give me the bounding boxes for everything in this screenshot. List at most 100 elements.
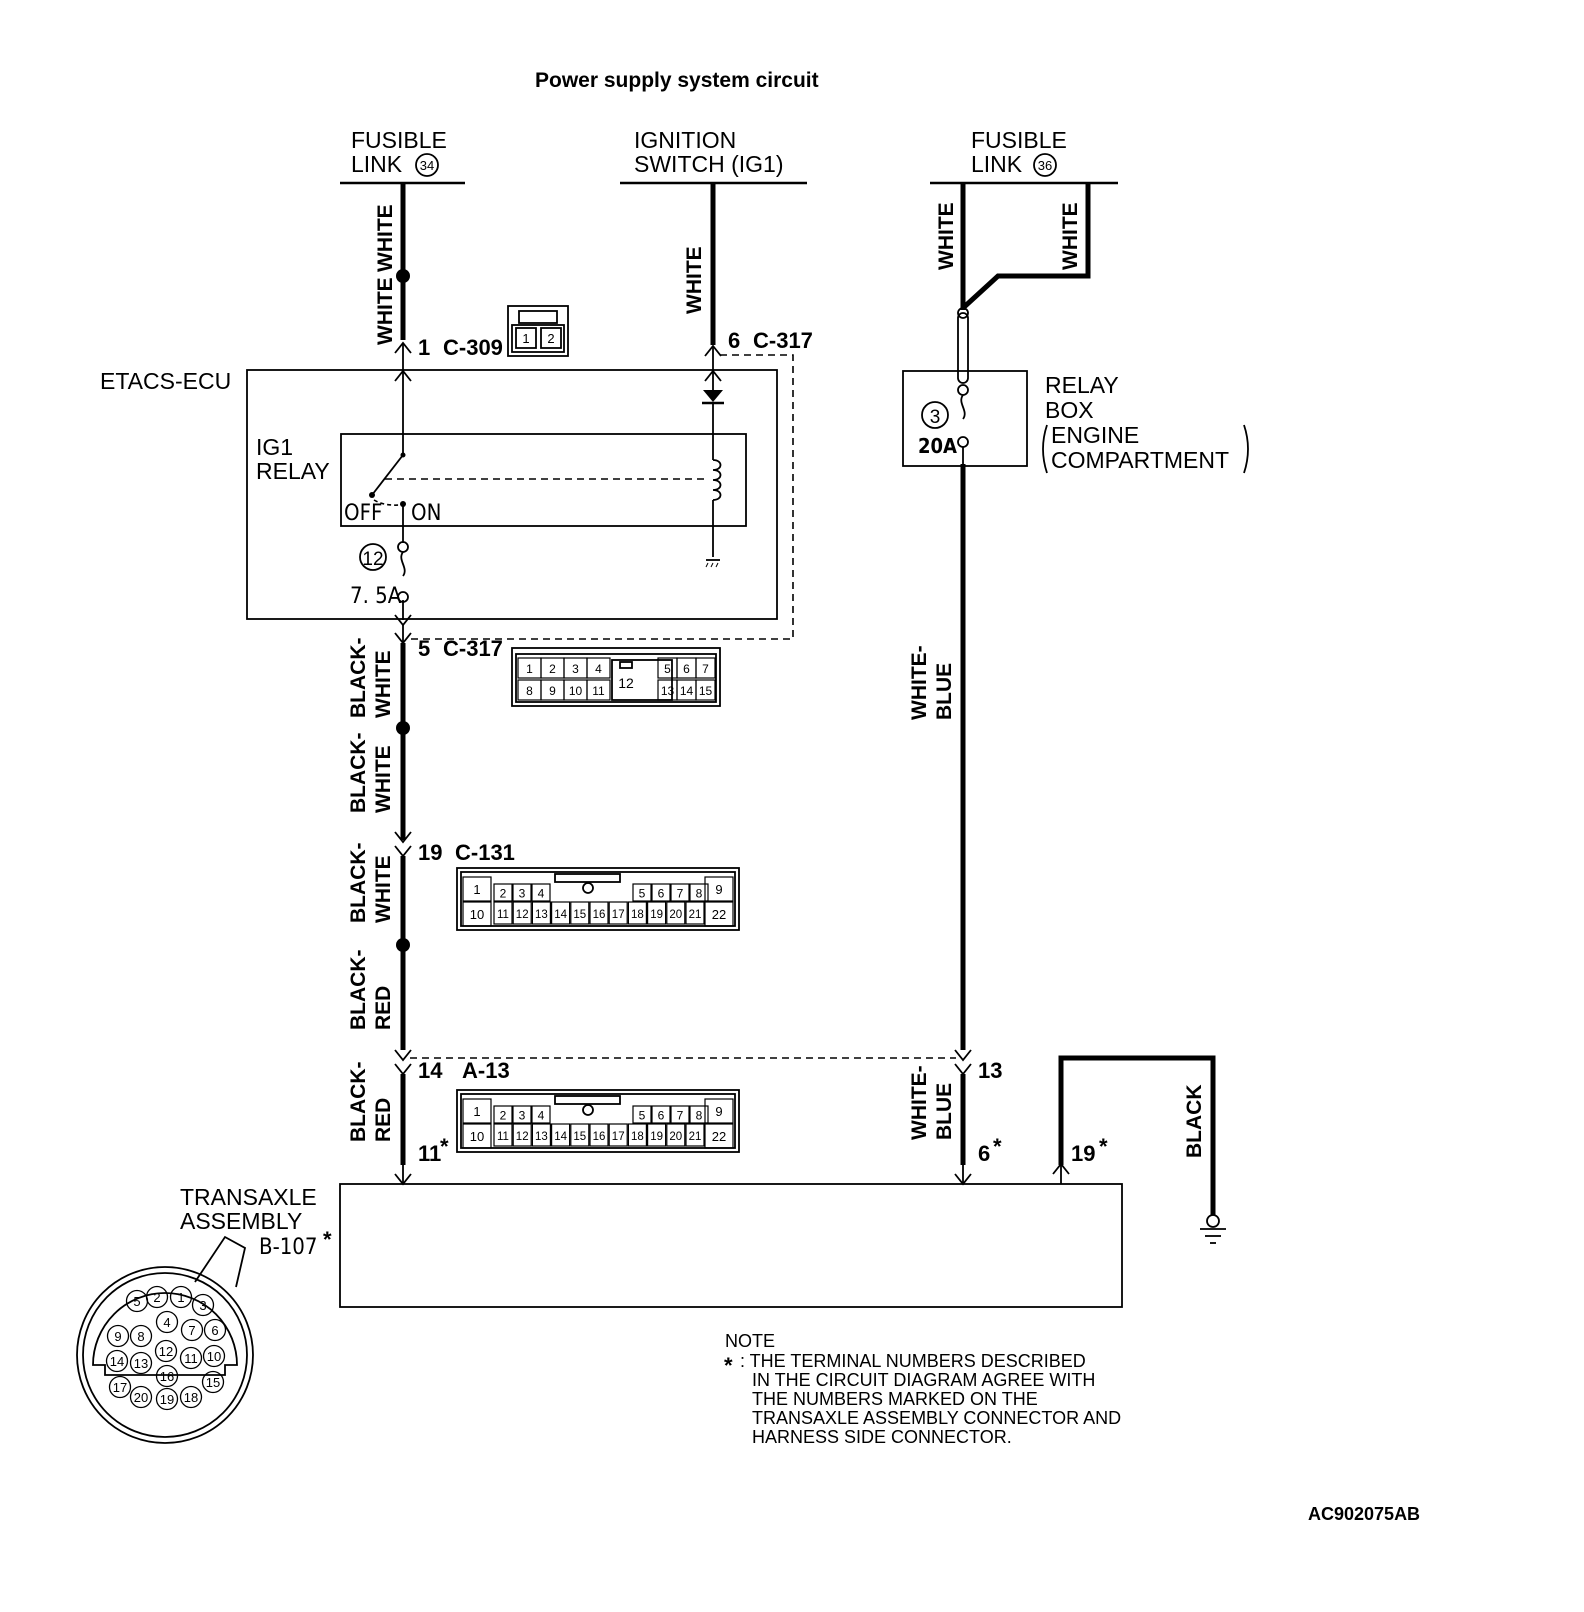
svg-text:IN THE CIRCUIT DIAGRAM AGREE W: IN THE CIRCUIT DIAGRAM AGREE WITH <box>752 1370 1095 1390</box>
c131-pin-11: 11 <box>497 909 509 921</box>
svg-text:HARNESS SIDE CONNECTOR.: HARNESS SIDE CONNECTOR. <box>752 1427 1012 1447</box>
round-connector-pin: 13 <box>134 1356 148 1371</box>
svg-text:BLACK: BLACK <box>1183 1085 1206 1159</box>
round-connector-pin: 19 <box>160 1392 174 1407</box>
svg-text:IG1: IG1 <box>256 434 293 460</box>
svg-text:1: 1 <box>522 331 529 346</box>
svg-text:BLUE: BLUE <box>933 663 956 720</box>
c317-pin-10: 10 <box>569 684 583 698</box>
left-wire-run <box>394 183 412 1186</box>
svg-text:WHITE: WHITE <box>683 246 706 314</box>
fusible-link-34: FUSIBLE LINK 34 <box>340 127 465 185</box>
svg-text:14: 14 <box>418 1058 443 1083</box>
c317-pin-6: 6 <box>683 662 690 676</box>
transaxle-assembly: TRANSAXLE ASSEMBLY B-107 * <box>180 1183 1123 1308</box>
svg-text:BLACK-: BLACK- <box>347 733 370 813</box>
a13-pin-6: 6 <box>658 1109 665 1123</box>
svg-text:11: 11 <box>418 1141 441 1166</box>
svg-text:6: 6 <box>728 328 740 353</box>
a13-pin-12: 12 <box>516 1131 529 1143</box>
a13-pin-3: 3 <box>519 1109 526 1123</box>
c131-pin-10: 10 <box>470 907 484 922</box>
wire-labels-left: WHITE WHITE BLACK- WHITE BLACK- WHITE BL… <box>347 204 397 1142</box>
svg-text:12: 12 <box>618 675 634 691</box>
svg-text:WHITE: WHITE <box>374 204 397 272</box>
a13-pin-10: 10 <box>470 1129 484 1144</box>
svg-text:WHITE-: WHITE- <box>908 645 931 720</box>
round-connector-pin: 7 <box>188 1323 195 1338</box>
c317-pin-4: 4 <box>595 662 602 676</box>
a13-pin-22: 22 <box>712 1129 726 1144</box>
fuse-12: 12 7. 5A <box>350 541 409 609</box>
svg-text:6: 6 <box>978 1141 990 1166</box>
a13-pin-15: 15 <box>573 1131 586 1143</box>
a13-pin-14: 14 <box>554 1131 567 1143</box>
c317-pin-1: 1 <box>526 662 533 676</box>
svg-text:12: 12 <box>362 549 383 570</box>
svg-text:2: 2 <box>547 331 554 346</box>
svg-text:TRANSAXLE ASSEMBLY CONNECTOR A: TRANSAXLE ASSEMBLY CONNECTOR AND <box>752 1408 1121 1428</box>
svg-text:13: 13 <box>978 1058 1002 1083</box>
svg-text:5: 5 <box>418 636 430 661</box>
svg-text:RELAY: RELAY <box>256 458 330 484</box>
c317-pin-8: 8 <box>526 684 533 698</box>
ignition-switch-ig1: IGNITION SWITCH (IG1) <box>620 127 807 185</box>
svg-text:SWITCH (IG1): SWITCH (IG1) <box>634 151 784 177</box>
svg-text:*: * <box>323 1227 332 1252</box>
svg-text:OFF: OFF <box>344 501 382 526</box>
svg-text:WHITE: WHITE <box>374 277 397 345</box>
a13-pin-8: 8 <box>696 1109 703 1123</box>
c131-pin-9: 9 <box>715 882 722 897</box>
a13-pin-18: 18 <box>631 1131 644 1143</box>
a13-pin-21: 21 <box>689 1131 702 1143</box>
c317-pin-14: 14 <box>680 684 694 698</box>
fusible-link-36: FUSIBLE LINK 36 <box>930 127 1118 185</box>
c131-pin-1: 1 <box>473 882 480 897</box>
svg-text:19: 19 <box>418 840 442 865</box>
c131-pin-7: 7 <box>677 887 684 901</box>
c317-pin-5: 5 <box>664 662 671 676</box>
svg-text:*: * <box>1099 1134 1108 1159</box>
svg-text:*: * <box>993 1134 1002 1159</box>
svg-text:FUSIBLE: FUSIBLE <box>971 127 1067 153</box>
c131-pin-17: 17 <box>612 909 625 921</box>
svg-text:A-13: A-13 <box>462 1058 510 1083</box>
svg-text:C-317: C-317 <box>443 636 503 661</box>
c317-pin-7: 7 <box>702 662 709 676</box>
c131-pin-15: 15 <box>573 909 586 921</box>
svg-text:BLUE: BLUE <box>933 1083 956 1140</box>
svg-text:: THE TERMINAL NUMBERS DESCRIB: : THE TERMINAL NUMBERS DESCRIBED <box>740 1351 1086 1371</box>
svg-text:ETACS-ECU: ETACS-ECU <box>100 368 231 394</box>
svg-text:WHITE: WHITE <box>372 650 395 718</box>
svg-text:THE NUMBERS MARKED ON THE: THE NUMBERS MARKED ON THE <box>752 1389 1038 1409</box>
svg-text:36: 36 <box>1038 158 1052 173</box>
c131-pin-19: 19 <box>650 909 663 921</box>
round-connector-pin: 4 <box>163 1315 170 1330</box>
c317-pin-15: 15 <box>699 684 713 698</box>
c131-pin-2: 2 <box>500 887 507 901</box>
a13-pin-16: 16 <box>593 1131 606 1143</box>
round-connector-pin: 9 <box>114 1329 121 1344</box>
svg-text:C-309: C-309 <box>443 335 503 360</box>
round-connector-pin: 10 <box>207 1349 221 1364</box>
c131-pin-21: 21 <box>689 909 702 921</box>
svg-text:IGNITION: IGNITION <box>634 127 736 153</box>
c131-pin-8: 8 <box>696 887 703 901</box>
svg-text:20A: 20A <box>918 434 957 458</box>
svg-text:*: * <box>724 1353 733 1378</box>
c131-pin-4: 4 <box>538 887 545 901</box>
svg-text:1: 1 <box>418 335 430 360</box>
round-connector-pin: 3 <box>199 1298 206 1313</box>
round-connector-pin: 8 <box>137 1329 144 1344</box>
svg-text:*: * <box>440 1134 449 1159</box>
c131-pin-22: 22 <box>712 907 726 922</box>
svg-text:BLACK-: BLACK- <box>347 950 370 1030</box>
c131-pin-5: 5 <box>639 887 646 901</box>
svg-text:NOTE: NOTE <box>725 1331 775 1351</box>
a13-pin-9: 9 <box>715 1104 722 1119</box>
round-connector-pin: 5 <box>133 1294 140 1309</box>
svg-text:ENGINE: ENGINE <box>1051 422 1139 448</box>
